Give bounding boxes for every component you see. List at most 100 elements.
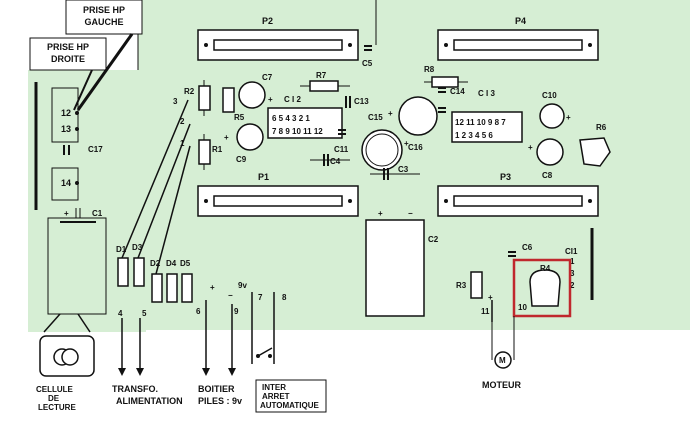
ci2-chip: C I 2 6 5 4 3 2 1 7 8 9 10 11 12 [267, 95, 343, 139]
svg-text:C4: C4 [330, 157, 341, 166]
arrow-boitier [202, 318, 236, 376]
c10-capacitor: C10 + [539, 91, 571, 129]
c8-capacitor: C8 + [528, 138, 564, 180]
svg-text:9: 9 [234, 307, 239, 316]
hp-droite-label: PRISE HP DROITE [29, 37, 107, 71]
hp-gauche-label: PRISE HP GAUCHE [65, 0, 143, 35]
svg-text:C14: C14 [450, 87, 465, 96]
cellule-lecture [39, 313, 95, 377]
svg-text:6: 6 [196, 307, 201, 316]
svg-text:−: − [408, 209, 413, 218]
svg-text:M: M [499, 356, 506, 365]
cellule-label-3: LECTURE [38, 403, 76, 412]
svg-text:R5: R5 [234, 113, 245, 122]
c9-capacitor: C9 + [224, 123, 264, 164]
svg-text:6 5 4 3 2 1: 6 5 4 3 2 1 [272, 114, 310, 123]
svg-text:1 2 3 4 5 6: 1 2 3 4 5 6 [455, 131, 493, 140]
svg-text:−: − [228, 291, 233, 300]
slider-p2: P2 [197, 16, 359, 61]
cellule-label-2: DE [48, 394, 60, 403]
svg-text:R6: R6 [596, 123, 607, 132]
r2-resistor: R2 [184, 80, 211, 116]
svg-text:P4: P4 [515, 16, 526, 26]
inter-switch [251, 312, 275, 364]
c11-capacitor: C11 [334, 129, 349, 154]
svg-text:C I 2: C I 2 [284, 95, 301, 104]
svg-text:D5: D5 [180, 259, 191, 268]
svg-text:R4: R4 [540, 264, 551, 273]
svg-text:5: 5 [142, 309, 147, 318]
cellule-label-1: CELLULE [36, 385, 74, 394]
r4-highlighted: R4 10 [512, 258, 572, 318]
svg-text:INTER: INTER [262, 383, 286, 392]
diode-d4: D4 [166, 259, 178, 303]
svg-text:12: 12 [61, 108, 71, 118]
c3-capacitor: C3 [370, 165, 420, 180]
svg-text:ARRET: ARRET [262, 392, 290, 401]
svg-text:11: 11 [481, 307, 490, 316]
r6-trimmer: R6 [579, 123, 611, 167]
svg-text:P3: P3 [500, 172, 511, 182]
svg-text:PRISE HP: PRISE HP [47, 42, 89, 52]
svg-text:C15: C15 [368, 113, 383, 122]
svg-text:D4: D4 [166, 259, 177, 268]
diode-d2: D2 [150, 259, 163, 303]
r3-resistor: R3 [456, 271, 483, 299]
svg-text:3: 3 [173, 97, 178, 106]
c13-capacitor: C13 [345, 96, 369, 108]
svg-text:R8: R8 [424, 65, 435, 74]
svg-text:C13: C13 [354, 97, 369, 106]
c4-capacitor: C4 [310, 154, 350, 166]
c12-capacitor [438, 107, 446, 113]
svg-text:+: + [378, 209, 383, 218]
svg-text:C7: C7 [262, 73, 273, 82]
svg-text:9v: 9v [238, 281, 247, 290]
speaker-connector-block: 12 13 14 C17 [34, 82, 103, 210]
svg-text:C2: C2 [428, 235, 439, 244]
svg-text:C16: C16 [408, 143, 423, 152]
r1-resistor: R1 [198, 134, 223, 170]
svg-text:7: 7 [258, 293, 263, 302]
slider-p4: P4 [437, 16, 599, 61]
diode-d3: D3 [132, 243, 145, 287]
svg-text:4: 4 [118, 309, 123, 318]
svg-text:C5: C5 [362, 59, 373, 68]
svg-text:+: + [488, 293, 493, 302]
svg-text:14: 14 [61, 178, 71, 188]
svg-text:+: + [268, 95, 273, 104]
svg-text:10: 10 [518, 303, 527, 312]
svg-text:2: 2 [570, 281, 575, 290]
slider-p1: P1 [197, 172, 359, 217]
svg-text:+: + [388, 109, 393, 118]
svg-text:C6: C6 [522, 243, 533, 252]
svg-text:AUTOMATIQUE: AUTOMATIQUE [260, 401, 319, 410]
svg-text:D3: D3 [132, 243, 143, 252]
svg-text:+: + [224, 133, 229, 142]
svg-text:C3: C3 [398, 165, 409, 174]
svg-text:C9: C9 [236, 155, 247, 164]
svg-text:R3: R3 [456, 281, 467, 290]
c7-capacitor: C7 + [238, 73, 273, 109]
svg-text:PRISE HP: PRISE HP [83, 5, 125, 15]
svg-text:C I 3: C I 3 [478, 89, 495, 98]
arrow-transfo [118, 318, 144, 376]
svg-text:7 8 9 10 11 12: 7 8 9 10 11 12 [272, 127, 323, 136]
svg-text:2: 2 [180, 117, 185, 126]
ci3-chip: C I 3 12 11 10 9 8 7 1 2 3 4 5 6 [451, 89, 523, 143]
svg-text:CI1: CI1 [565, 247, 578, 256]
svg-text:P2: P2 [262, 16, 273, 26]
diode-d1: D1 [116, 245, 129, 287]
c1-capacitor: + C1 [47, 208, 107, 315]
inter-label: INTER ARRET AUTOMATIQUE [255, 379, 327, 413]
svg-text:GAUCHE: GAUCHE [84, 17, 123, 27]
transfo-label-1: TRANSFO. [112, 384, 158, 394]
c2-capacitor: + − C2 [365, 209, 439, 317]
motor: M [491, 316, 515, 369]
slider-p3: P3 [437, 172, 599, 217]
transfo-label-2: ALIMENTATION [116, 396, 183, 406]
svg-text:C1: C1 [92, 209, 103, 218]
r7-resistor: R7 [300, 71, 350, 92]
svg-text:C17: C17 [88, 145, 103, 154]
r5-resistor: R5 [222, 87, 245, 122]
